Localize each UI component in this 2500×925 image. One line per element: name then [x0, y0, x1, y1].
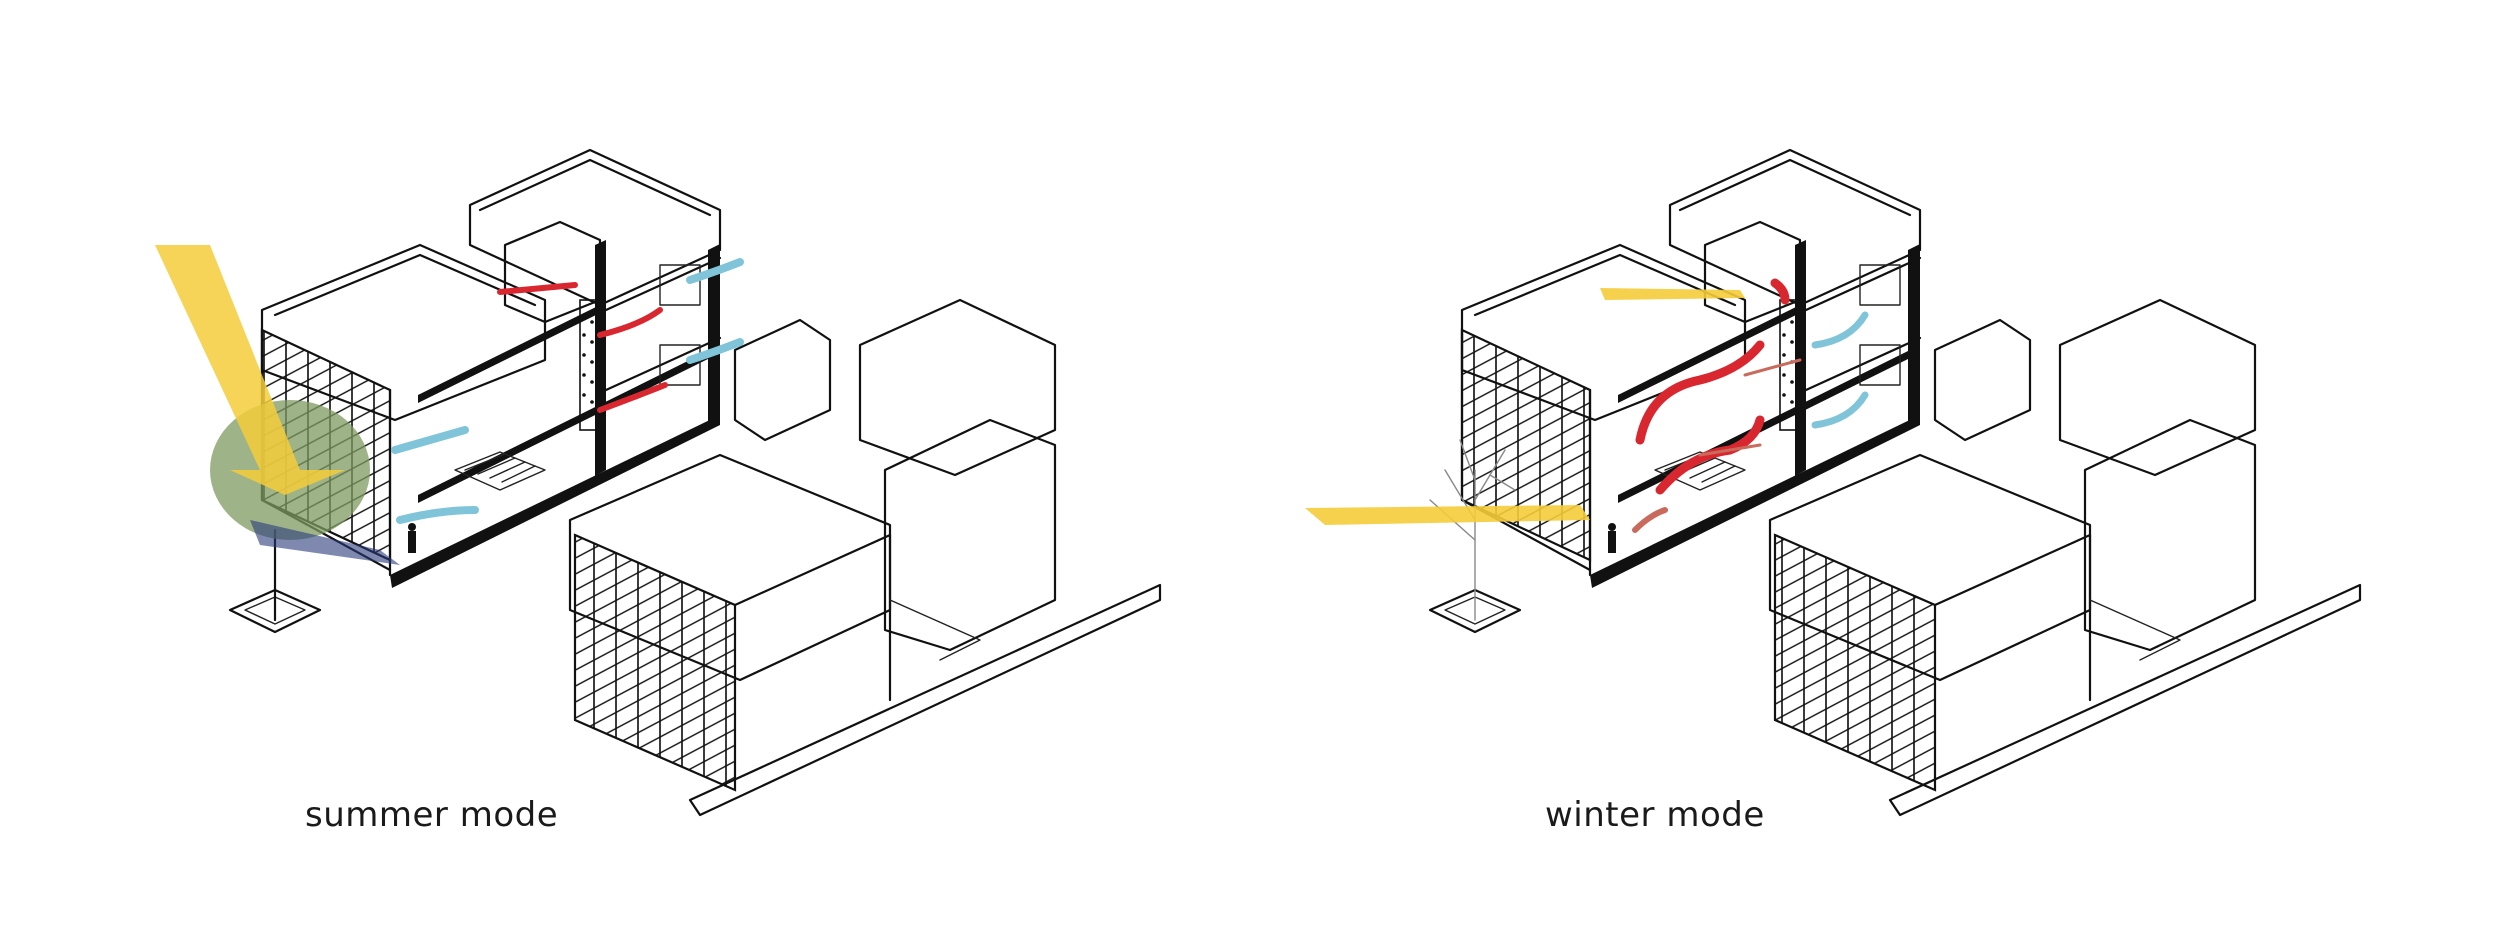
- summer-warm-air-flows: [497, 282, 668, 413]
- summer-cool-air-flows: [391, 258, 744, 524]
- winter-diagram: [1305, 148, 2362, 817]
- summer-person-figure: [408, 523, 416, 553]
- summer-mode-caption: summer mode: [305, 795, 559, 835]
- winter-bare-tree: [1428, 439, 1522, 634]
- summer-neighbor-building: [568, 298, 1162, 817]
- winter-mode-caption: winter mode: [1545, 795, 1765, 835]
- winter-neighbor-building: [1768, 298, 2362, 817]
- winter-main-building: [1460, 148, 1922, 588]
- winter-cool-air-flows: [1811, 311, 1869, 429]
- summer-diagram: [155, 148, 1162, 817]
- summer-stair: [454, 451, 546, 491]
- winter-sun-rays: [1305, 288, 1745, 525]
- winter-return-air-flows: [1698, 358, 1802, 457]
- summer-shadow: [250, 520, 400, 565]
- winter-person-figure: [1608, 523, 1616, 553]
- summer-perforated-screen: [579, 299, 597, 431]
- summer-sun-ray: [155, 245, 345, 495]
